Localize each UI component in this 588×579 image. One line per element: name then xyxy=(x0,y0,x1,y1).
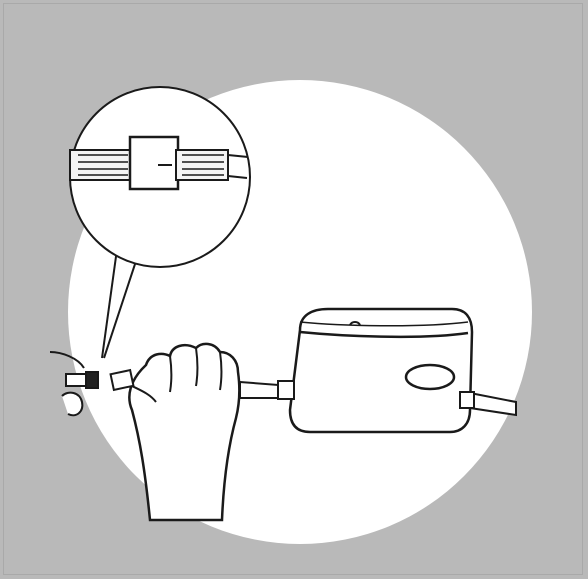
pump-device-icon xyxy=(290,309,472,432)
hand-icon xyxy=(129,344,239,520)
magnified-connector-icon xyxy=(70,87,250,267)
